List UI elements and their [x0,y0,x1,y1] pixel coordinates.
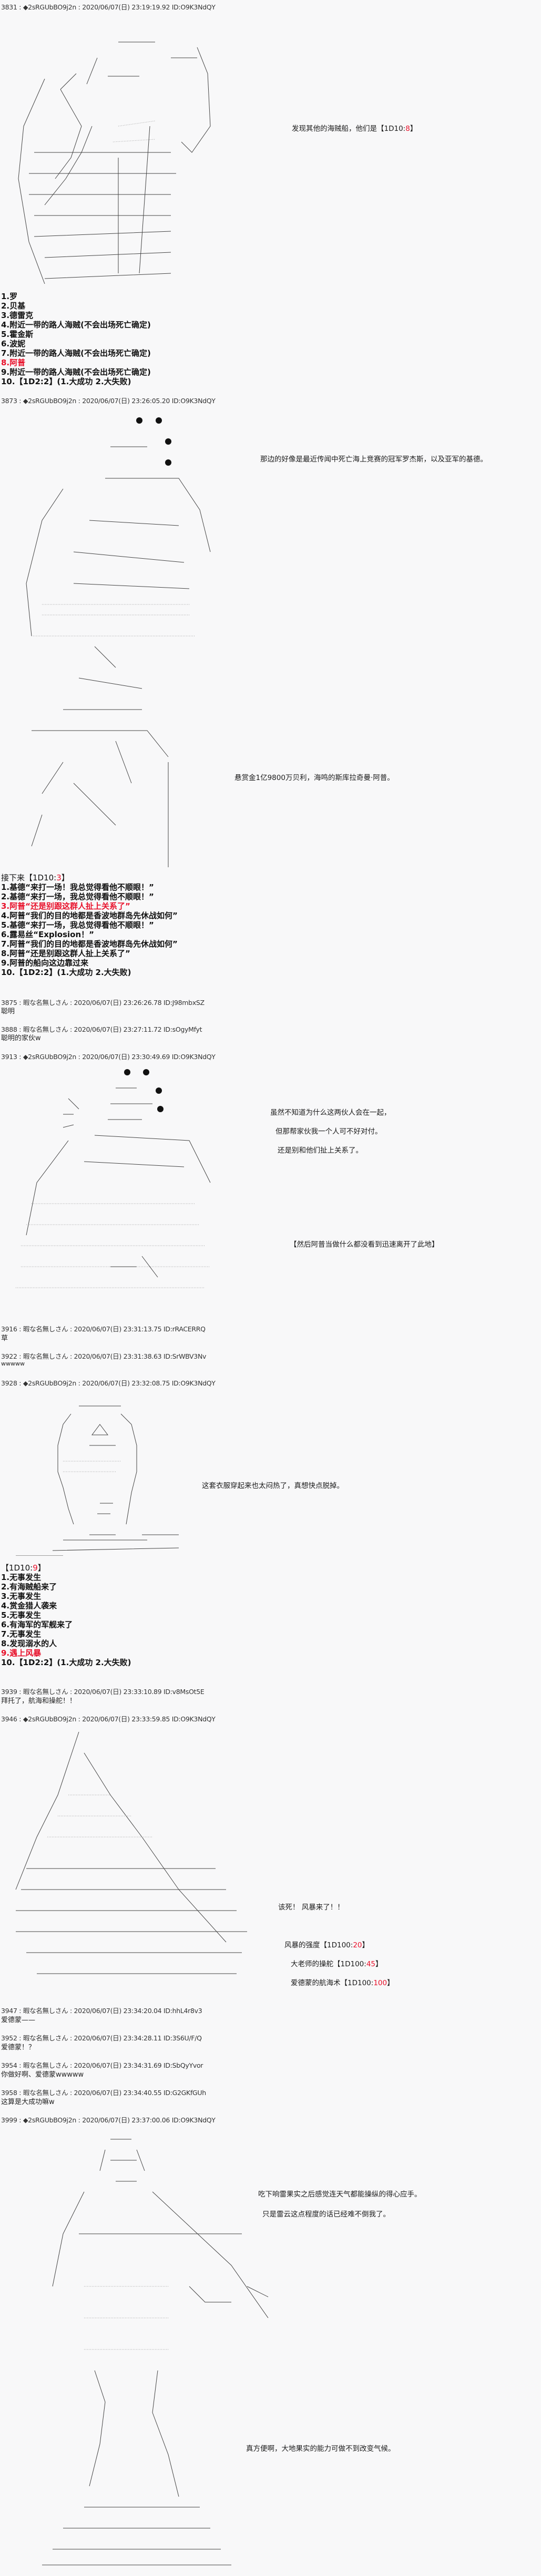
post-header: 3922 : 暇な名無しさん : 2020/06/07(日) 23:31:38.… [1,1352,207,1360]
post-header: 3916 : 暇な名無しさん : 2020/06/07(日) 23:31:13.… [1,1325,206,1333]
dice-label-end: 】 [362,1941,370,1949]
narration: 那边的好像是最近传闻中死亡海上竞赛的冠军罗杰斯，以及亚军的基德。 [260,455,487,464]
choice-item: 7.阿普“我们的目的地都是香波地群岛先休战如何” [1,939,178,949]
list-title: 【1D10:9】 [1,1563,131,1573]
list-title: 接下来【1D10:3】 [1,873,178,882]
choice-item: 9.附近一带的路人海贼(不会出场死亡确定) [1,367,151,377]
narration: 悬赏金1亿9800万贝利，海鸣的斯库拉奇曼·阿普。 [234,774,394,782]
dice-label: 爱德蒙的航海术【1D100: [291,1979,374,1987]
ascii-art-character [11,1403,210,1556]
post-body: 草 [1,1335,8,1342]
dice-result: 9 [33,1563,38,1573]
dice-roll: 爱德蒙的航海术【1D100:100】 [291,1977,394,1987]
choice-item: 8.阿普“还是别跟这群人扯上关系了” [1,949,130,958]
post-header: 3952 : 暇な名無しさん : 2020/06/07(日) 23:34:28.… [1,2034,202,2042]
ascii-art-characters [11,415,263,867]
post-header: 3875 : 暇な名無しさん : 2020/06/07(日) 23:26:26.… [1,999,205,1007]
post-header: 3928 : ◆2sRGUbBO9j2n : 2020/06/07(日) 23:… [1,1379,216,1387]
choice-item: 5.无事发生 [1,1610,42,1620]
choice-item: 10.【1D2:2】(1.大成功 2.大失败) [1,968,131,977]
ascii-art-ship [13,21,276,284]
choice-item: 1.罗 [1,292,18,301]
narration: 还是别和他们扯上关系了。 [278,1146,363,1155]
dice-label-end: 】 [37,1563,46,1573]
post-body: 聪明的家伙w [1,1034,41,1042]
choice-item: 2.基德“来打一场，我总觉得看他不顺眼！” [1,892,154,901]
narration: 但那帮家伙我一个人可不好对付。 [275,1127,382,1136]
dice-label: 【1D10: [1,1563,33,1573]
post-header: 3913 : ◆2sRGUbBO9j2n : 2020/06/07(日) 23:… [1,1053,216,1061]
choice-item: 4.附近一带的路人海贼(不会出场死亡确定) [1,320,151,330]
post-header: 3958 : 暇な名無しさん : 2020/06/07(日) 23:34:40.… [1,2089,206,2097]
dice-result: 100 [373,1979,387,1987]
choice-item: 2.有海贼船来了 [1,1582,57,1592]
post-body: 拜托了，航海和操舵！！ [1,1697,77,1705]
post-body: 爱德蒙！？ [1,2044,36,2051]
choice-item-selected: 8.阿普 [1,358,26,367]
choice-item: 7.附近一带的路人海贼(不会出场死亡确定) [1,348,151,358]
narration: 只是雷云这点程度的话已经难不倒我了。 [262,2210,390,2219]
choice-item: 6.有海军的军舰来了 [1,1620,73,1629]
dice-result: 3 [56,873,62,882]
choice-item: 4.阿普“我们的目的地都是香波地群岛先休战如何” [1,911,178,920]
dice-label-end: 】 [410,125,417,133]
ascii-art-storm [5,1732,258,1984]
choice-item: 3.无事发生 [1,1592,42,1601]
post-header: 3954 : 暇な名無しさん : 2020/06/07(日) 23:34:31.… [1,2061,203,2069]
post-header: 3947 : 暇な名無しさん : 2020/06/07(日) 23:34:20.… [1,2007,202,2015]
narration: 发现其他的海贼船，他们是【1D10:8】 [292,122,417,133]
narration: 虽然不知道为什么这两伙人会在一起， [270,1109,391,1117]
choice-item-selected: 3.阿普“还是别跟这群人扯上关系了” [1,901,130,911]
post-body: 你做好啊、爱德蒙wwwww [1,2071,84,2079]
dice-label-end: 】 [375,1960,383,1968]
dice-label: 大老师的操舵【1D100: [291,1960,366,1968]
choice-item: 6.露易丝“Explosion！” [1,930,95,939]
choice-item: 10.【1D2:2】(1.大成功 2.大失败) [1,377,131,386]
post-header: 3999 : ◆2sRGUbBO9j2n : 2020/06/07(日) 23:… [1,2116,216,2124]
dice-result: 8 [405,125,410,133]
choice-item: 7.无事发生 [1,1629,42,1639]
dice-label: 风暴的强度【1D100: [284,1941,353,1949]
choice-item: 6.波妮 [1,339,26,348]
choice-item: 4.赏金猎人袭来 [1,1601,57,1610]
choice-item: 1.基德“来打一场！我总觉得看他不顺眼！” [1,882,154,892]
ascii-art-characters [16,1067,237,1309]
post-header: 3831 : ◆2sRGUbBO9j2n : 2020/06/07(日) 23:… [1,3,216,11]
dice-label-end: 】 [387,1979,394,1987]
dice-label: 接下来【1D10: [1,873,57,882]
ascii-art-character [32,2129,305,2570]
narration: 该死！ 风暴来了！！ [278,1903,344,1912]
dice-roll: 大老师的操舵【1D100:45】 [291,1958,383,1968]
choice-item-selected: 9.遇上风暴 [1,1648,42,1658]
post-header: 3946 : ◆2sRGUbBO9j2n : 2020/06/07(日) 23:… [1,1715,216,1723]
dice-label-end: 】 [61,873,69,882]
narration: 这套衣服穿起来也太闷热了，真想快点脱掉。 [202,1482,344,1490]
narration: 【然后阿普当做什么都没看到迅速离开了此地】 [290,1240,439,1249]
choice-list: 接下来【1D10:3】 1.基德“来打一场！我总觉得看他不顺眼！” 2.基德“来… [1,873,178,977]
post-body: 这算是大成功嘛w [1,2098,55,2106]
choice-item: 9.阿普的船向这边靠过来 [1,958,89,968]
choice-item: 2.贝基 [1,301,26,311]
dice-result: 20 [353,1941,362,1949]
choice-item: 10.【1D2:2】(1.大成功 2.大失败) [1,1658,131,1667]
choice-list: 【1D10:9】 1.无事发生 2.有海贼船来了 3.无事发生 4.赏金猎人袭来… [1,1563,131,1667]
choice-item: 5.霍金斯 [1,330,34,339]
post-body: wwwww [1,1360,25,1367]
choice-item: 5.基德“来打一场，我总觉得看他不顺眼！” [1,920,154,930]
post-body: 爱德蒙—— [1,2016,36,2024]
choice-item: 8.发现溺水的人 [1,1639,57,1648]
narration: 吃下响雷果实之后感觉连天气都能操纵的得心应手。 [258,2190,422,2199]
choice-item: 1.无事发生 [1,1573,42,1582]
post-header: 3939 : 暇な名無しさん : 2020/06/07(日) 23:33:10.… [1,1688,205,1696]
choice-item: 3.德雷克 [1,311,34,320]
dice-result: 45 [366,1960,375,1968]
post-body: 聪明 [1,1008,15,1015]
narration: 真方便啊，大地果实的能力可做不到改变气候。 [246,2445,395,2453]
post-header: 3888 : 暇な名無しさん : 2020/06/07(日) 23:27:11.… [1,1025,202,1033]
dice-label: 发现其他的海贼船，他们是【1D10: [292,125,406,133]
post-header: 3873 : ◆2sRGUbBO9j2n : 2020/06/07(日) 23:… [1,397,216,405]
choice-list: 1.罗 2.贝基 3.德雷克 4.附近一带的路人海贼(不会出场死亡确定) 5.霍… [1,292,151,386]
dice-roll: 风暴的强度【1D100:20】 [284,1939,369,1949]
